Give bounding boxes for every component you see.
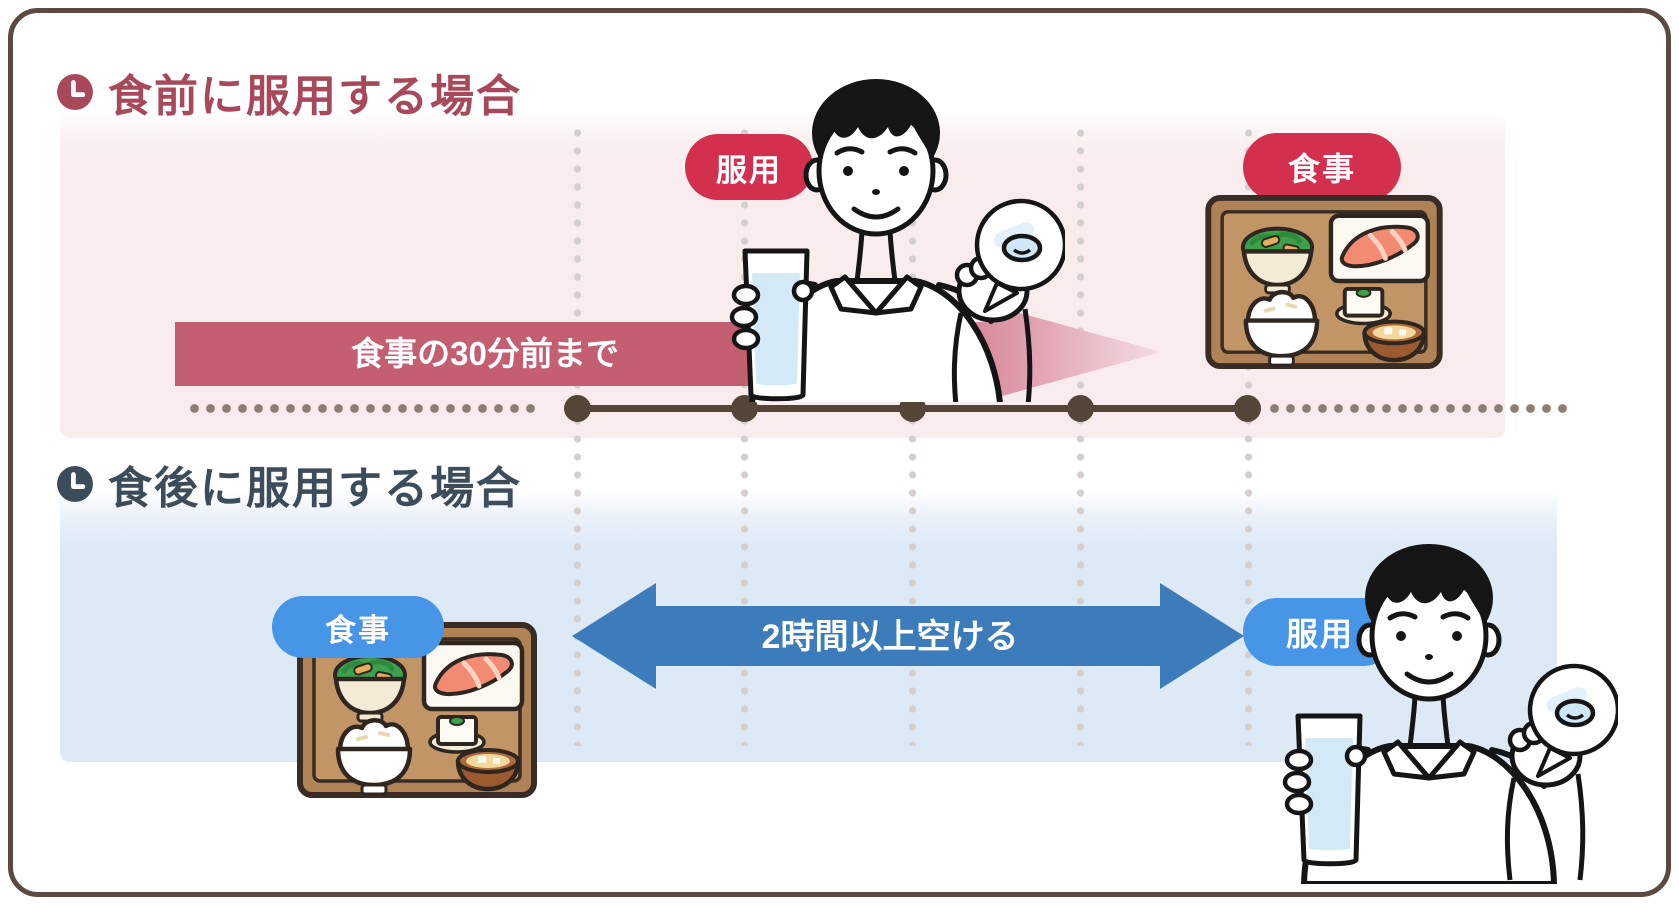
clock-icon xyxy=(56,73,94,111)
clock-icon xyxy=(56,465,94,503)
interval-guide-line xyxy=(574,128,581,746)
interval-guide-line xyxy=(1077,128,1084,746)
timeline-dot xyxy=(1234,395,1261,422)
timeline-dot xyxy=(1067,395,1094,422)
after-meal-title-text: 食後に服用する場合 xyxy=(108,464,522,513)
meal-badge-before: 食事 xyxy=(1243,133,1401,201)
after-meal-arrow xyxy=(572,583,1244,689)
timeline-dotted-left xyxy=(190,404,540,413)
after-meal-arrow-label: 2時間以上空ける xyxy=(761,618,1019,656)
meal-tray-illustration xyxy=(1203,194,1445,370)
interval-guide-line xyxy=(741,128,748,746)
person-illustration-after xyxy=(1248,524,1618,890)
person-illustration-before xyxy=(695,59,1065,402)
before-meal-title: 食前に服用する場合 xyxy=(56,60,522,124)
interval-guide-line xyxy=(909,128,916,746)
dose-badge-before: 服用 xyxy=(685,134,813,200)
interval-guide-line xyxy=(1245,128,1252,746)
before-meal-title-text: 食前に服用する場合 xyxy=(108,72,522,121)
timeline-dotted-right xyxy=(1270,404,1572,413)
meal-badge-after: 食事 xyxy=(272,596,444,658)
after-meal-title: 食後に服用する場合 xyxy=(56,452,522,516)
timeline-dot xyxy=(564,395,591,422)
before-meal-arrow-label: 食事の30分前まで xyxy=(351,335,619,372)
